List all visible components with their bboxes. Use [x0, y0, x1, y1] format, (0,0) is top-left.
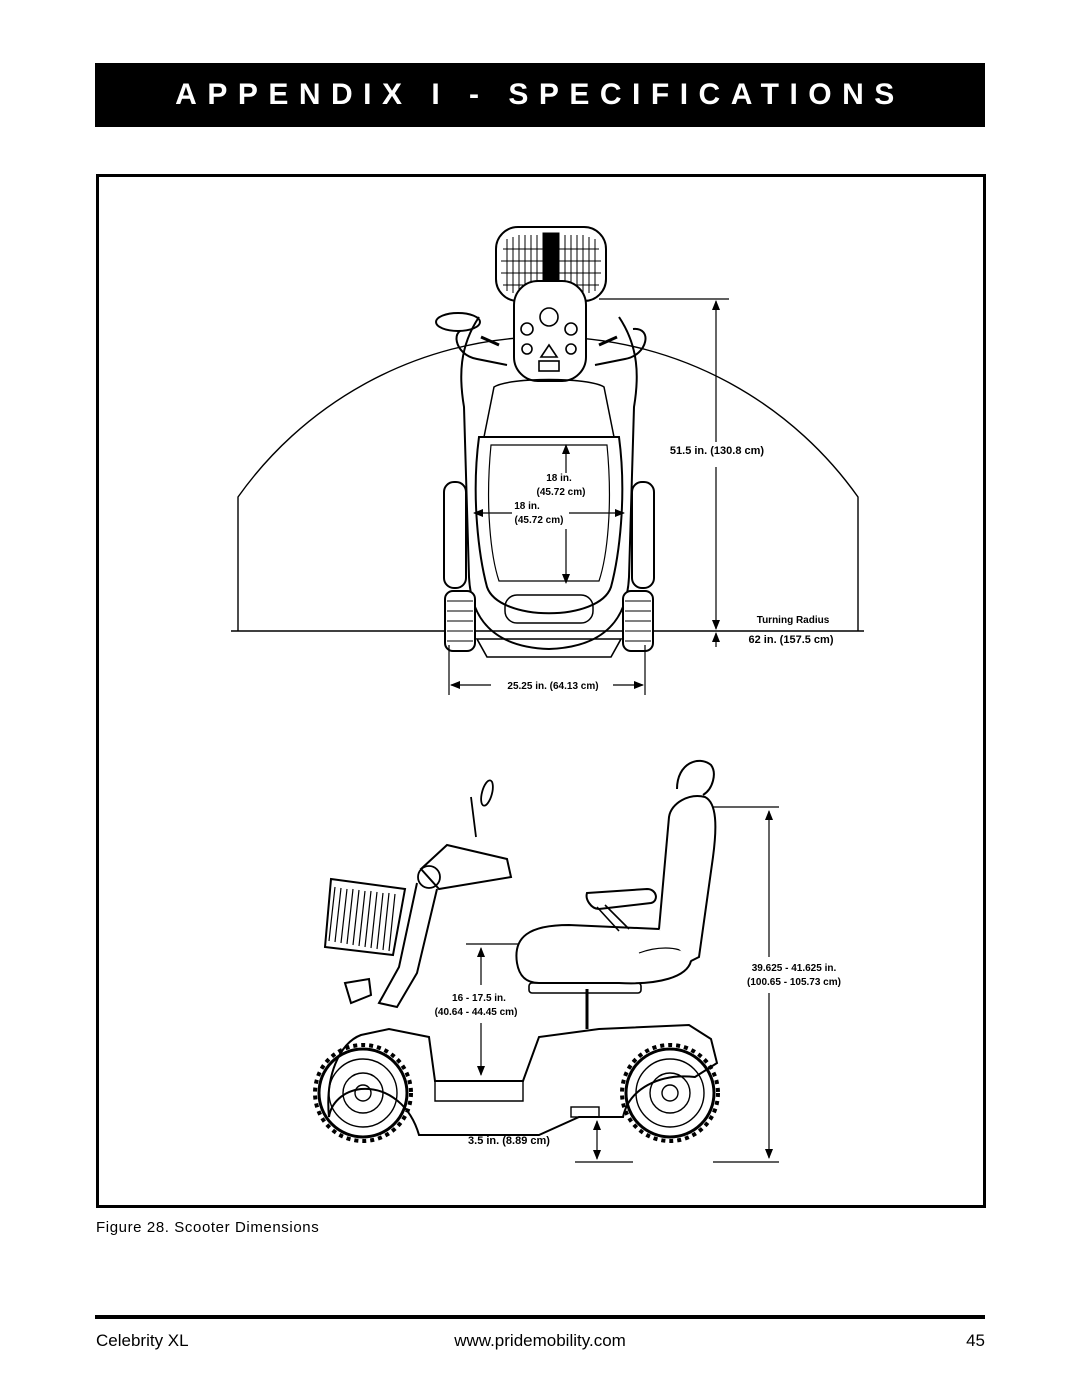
scooter-drawing: 51.5 in. (130.8 cm) 18 in. (45.72 cm) 18… — [231, 226, 864, 1163]
mirror-top — [435, 312, 481, 332]
footer-page-number: 45 — [966, 1331, 985, 1350]
width-label: 25.25 in. (64.13 cm) — [507, 681, 598, 692]
side-view-drawing — [313, 760, 720, 1143]
front-wheel — [313, 1043, 413, 1143]
appendix-title-bar: APPENDIX I - SPECIFICATIONS — [95, 63, 985, 127]
seat-height-metric-label: (40.64 - 44.45 cm) — [435, 1007, 518, 1018]
footer-model: Celebrity XL — [96, 1331, 189, 1350]
footer-rule — [95, 1315, 985, 1319]
seat-width-metric-label: (45.72 cm) — [515, 515, 564, 526]
overall-height-label: 39.625 - 41.625 in. — [752, 963, 837, 974]
appendix-title: APPENDIX I - SPECIFICATIONS — [175, 78, 905, 111]
top-view-dimensions — [448, 298, 729, 695]
overall-height-metric-label: (100.65 - 105.73 cm) — [747, 977, 841, 988]
length-label: 51.5 in. (130.8 cm) — [670, 445, 764, 457]
footer-website: www.pridemobility.com — [454, 1331, 626, 1350]
figure-caption: Figure 28. Scooter Dimensions — [96, 1219, 320, 1236]
seat-width-label: 18 in. — [514, 501, 540, 512]
top-view-drawing — [231, 226, 864, 658]
seat-depth-metric-label: (45.72 cm) — [537, 487, 586, 498]
turning-radius-value: 62 in. (157.5 cm) — [749, 634, 834, 646]
rear-wheel — [620, 1043, 720, 1143]
seat-depth-label: 18 in. — [546, 473, 572, 484]
ground-clearance-label: 3.5 in. (8.89 cm) — [468, 1135, 550, 1147]
seat-height-label: 16 - 17.5 in. — [452, 993, 506, 1004]
basket-side — [323, 877, 407, 957]
scooter-dimensions-figure: 51.5 in. (130.8 cm) 18 in. (45.72 cm) 18… — [96, 174, 986, 1208]
side-view-dimensions — [466, 806, 779, 1163]
turning-radius-label: Turning Radius — [757, 615, 830, 626]
